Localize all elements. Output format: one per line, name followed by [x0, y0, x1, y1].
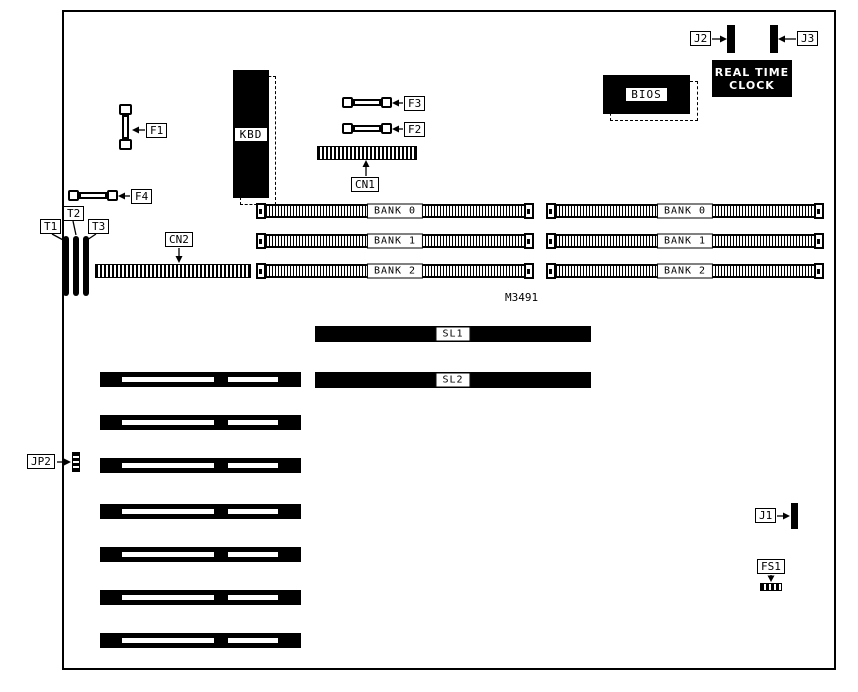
- slot-contact: [228, 552, 278, 557]
- label-t1: T1: [40, 219, 62, 234]
- label-sl2: SL2: [435, 372, 471, 388]
- label-bank0-right: BANK 0: [656, 203, 714, 219]
- expansion-slot-4: [100, 504, 301, 519]
- real-time-clock-chip: REAL TIME CLOCK: [712, 60, 792, 97]
- label-jp2: JP2: [27, 454, 55, 469]
- label-sl1: SL1: [435, 326, 471, 342]
- simm-slot-left-bank0: BANK 0: [256, 203, 534, 219]
- simm-end-clip: [524, 233, 534, 249]
- simm-slot-right-bank1: BANK 1: [546, 233, 824, 249]
- cn2-pin-header: [95, 264, 251, 278]
- fuse-body: [121, 115, 129, 139]
- simm-end-clip: [256, 203, 266, 219]
- slot-contact: [228, 463, 278, 468]
- expansion-slot-2: [100, 415, 301, 430]
- cn1-pin-header: [317, 146, 417, 160]
- jp2-jumper: [72, 452, 80, 472]
- j3-connector: [770, 25, 778, 53]
- label-fs1: FS1: [757, 559, 785, 574]
- fuse-f2: [342, 123, 392, 134]
- label-f4: F4: [131, 189, 153, 204]
- j1-connector: [791, 503, 798, 529]
- simm-end-clip: [814, 203, 824, 219]
- label-bank1-right: BANK 1: [656, 233, 714, 249]
- t1-component: [63, 236, 69, 296]
- simm-slot-left-bank2: BANK 2: [256, 263, 534, 279]
- label-t2: T2: [63, 206, 85, 221]
- label-bank0-left: BANK 0: [366, 203, 424, 219]
- fuse-f4: [68, 190, 118, 201]
- expansion-slot-5: [100, 547, 301, 562]
- fuse-end-cap: [118, 104, 132, 115]
- label-bank2-left: BANK 2: [366, 263, 424, 279]
- label-cn1: CN1: [351, 177, 379, 192]
- simm-end-clip: [524, 203, 534, 219]
- simm-end-clip: [256, 263, 266, 279]
- fuse-f3: [342, 97, 392, 108]
- label-kbd: KBD: [233, 126, 269, 142]
- expansion-slot-1: [100, 372, 301, 387]
- expansion-slot-6: [100, 590, 301, 605]
- label-f1: F1: [146, 123, 168, 138]
- slot-contact: [122, 552, 214, 557]
- simm-end-clip: [524, 263, 534, 279]
- expansion-slot-3: [100, 458, 301, 473]
- slot-contact: [228, 595, 278, 600]
- fuse-end-cap: [342, 123, 353, 134]
- slot-sl1: SL1: [315, 326, 591, 342]
- fuse-body: [353, 125, 381, 132]
- keyboard-connector: KBD: [233, 70, 269, 198]
- slot-contact: [228, 509, 278, 514]
- slot-contact: [122, 638, 214, 643]
- label-j3: J3: [797, 31, 819, 46]
- simm-end-clip: [814, 233, 824, 249]
- simm-end-clip: [546, 203, 556, 219]
- label-t3: T3: [88, 219, 110, 234]
- simm-end-clip: [546, 233, 556, 249]
- slot-contact: [228, 377, 278, 382]
- label-j1: J1: [755, 508, 777, 523]
- fuse-end-cap: [118, 139, 132, 150]
- slot-contact: [122, 377, 214, 382]
- fuse-end-cap: [107, 190, 118, 201]
- rtc-label-line1: REAL TIME: [714, 65, 790, 79]
- rtc-label-line2: CLOCK: [729, 78, 775, 92]
- slot-contact: [228, 638, 278, 643]
- fuse-f1: [118, 104, 132, 150]
- label-bank1-left: BANK 1: [366, 233, 424, 249]
- simm-slot-right-bank2: BANK 2: [546, 263, 824, 279]
- slot-contact: [122, 509, 214, 514]
- label-f3: F3: [404, 96, 426, 111]
- fuse-end-cap: [381, 97, 392, 108]
- fuse-end-cap: [342, 97, 353, 108]
- slot-contact: [122, 463, 214, 468]
- simm-end-clip: [546, 263, 556, 279]
- t2-component: [73, 236, 79, 296]
- label-cn2: CN2: [165, 232, 193, 247]
- slot-contact: [228, 420, 278, 425]
- fuse-end-cap: [381, 123, 392, 134]
- simm-slot-right-bank0: BANK 0: [546, 203, 824, 219]
- label-bank2-right: BANK 2: [656, 263, 714, 279]
- label-j2: J2: [690, 31, 712, 46]
- slot-sl2: SL2: [315, 372, 591, 388]
- slot-contact: [122, 420, 214, 425]
- j2-connector: [727, 25, 735, 53]
- fuse-end-cap: [68, 190, 79, 201]
- fuse-body: [79, 192, 107, 199]
- expansion-slot-7: [100, 633, 301, 648]
- label-f2: F2: [404, 122, 426, 137]
- t3-component: [83, 236, 89, 296]
- fuse-body: [353, 99, 381, 106]
- simm-slot-left-bank1: BANK 1: [256, 233, 534, 249]
- simm-end-clip: [814, 263, 824, 279]
- bios-chip: BIOS: [603, 75, 690, 114]
- label-bios: BIOS: [625, 87, 668, 102]
- simm-end-clip: [256, 233, 266, 249]
- part-number-text: M3491: [505, 291, 539, 304]
- slot-contact: [122, 595, 214, 600]
- fs1-component: [760, 583, 782, 591]
